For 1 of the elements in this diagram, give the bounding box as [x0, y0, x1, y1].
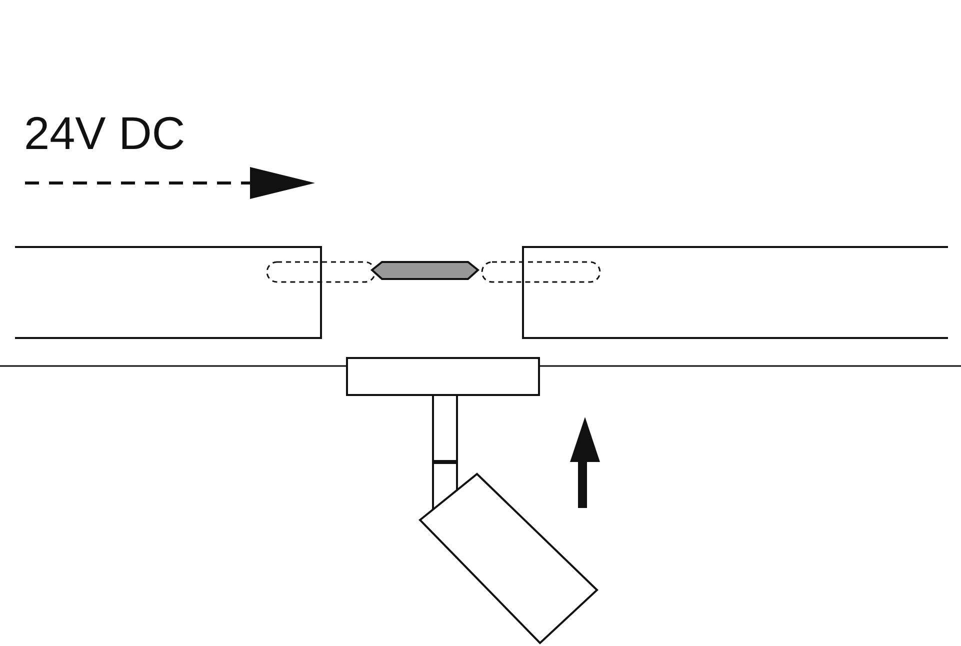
voltage-label: 24V DC: [24, 110, 186, 156]
